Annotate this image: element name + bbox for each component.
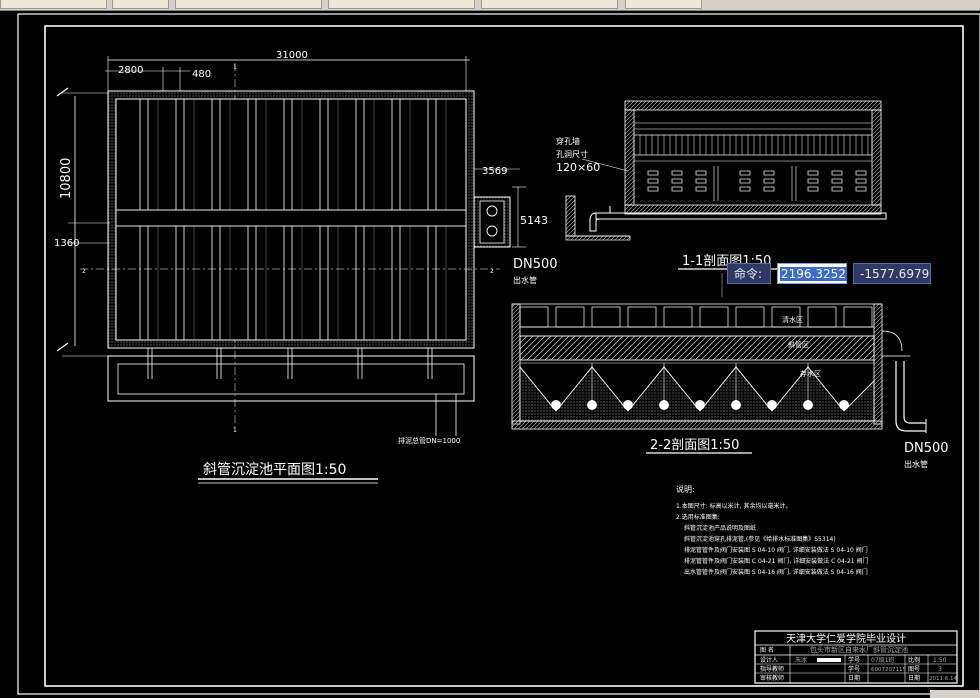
top-toolbar-strip [0, 0, 980, 11]
tb-cell: 学号 [848, 656, 860, 664]
drain-label: 排泥总管DN=1000 [398, 436, 460, 445]
tb-cell: 日期 [848, 674, 860, 682]
command-x-input[interactable]: 2196.3252 [777, 263, 847, 284]
plan-view [56, 56, 526, 484]
notes-line: 排泥管管件及阀门安装图 C 04-21 阀门, 详细安装做法 C 04-21 阀… [684, 557, 869, 565]
tb-cell: 学号 [848, 665, 860, 673]
tb-cell: 3 [938, 666, 942, 673]
tb-cell: 1:50 [933, 657, 947, 664]
notes-line: 斜管沉淀池产品说明及图纸 [684, 524, 756, 532]
section2-title: 2-2剖面图1:50 [650, 438, 739, 453]
tb-cell: 日期 [908, 674, 920, 682]
tb-cell: 比例 [908, 656, 920, 664]
section-2-2 [511, 303, 927, 454]
plan-title: 斜管沉淀池平面图1:50 [203, 462, 346, 478]
dim-1360: 1360 [54, 238, 79, 249]
dim-480: 480 [192, 69, 211, 80]
toolbar-slot[interactable] [175, 0, 322, 9]
plan-pipe-label: 出水管 [513, 275, 537, 285]
dim-total: 31000 [276, 50, 308, 61]
dim-10800: 10800 [59, 158, 74, 199]
plan-pipe-dn: DN500 [513, 257, 558, 272]
command-prompt-label: 命令: [727, 263, 771, 284]
section-marker-2-right: 2 [490, 268, 494, 275]
section-1-1 [565, 100, 887, 270]
sheet-frame-outer [17, 13, 980, 695]
tb-cell: 07级1班 [871, 656, 894, 664]
notes-line: 1.本图尺寸: 标高以米计, 其余均以毫米计。 [676, 502, 791, 510]
section-marker-1-top: 1 [233, 64, 237, 71]
section2-pipe-dn: DN500 [904, 441, 949, 456]
dim-5143: 5143 [520, 214, 548, 227]
sheet-frame-inner [44, 25, 964, 687]
section-marker-2-left: 2 [82, 268, 86, 275]
zone-settle-label: 存水区 [800, 369, 821, 378]
dim-3569: 3569 [482, 166, 507, 177]
notes-line: 出水管管件及阀门安装图 S 04-16 阀门, 详细安装做法 S 04-16 阀… [684, 568, 868, 576]
section-marker-1-bottom: 1 [233, 427, 237, 434]
cad-drawing: 31000 2800 480 10800 1360 3569 5143 DN50… [17, 13, 980, 695]
titleblock-school: 天津大学仁爱学院毕业设计 [786, 632, 906, 645]
toolbar-slot[interactable] [112, 0, 169, 9]
dim-2800: 2800 [118, 65, 143, 76]
zone-water-label: 清水区 [782, 315, 803, 324]
window-corner [930, 690, 980, 698]
notes-line: 2.选用标准图集: [676, 513, 720, 521]
toolbar-slot[interactable] [481, 0, 618, 9]
zone-pipe-label: 斜管区 [788, 340, 809, 349]
toolbar-slot[interactable] [328, 0, 475, 9]
hole-wall-label: 穿孔墙 [556, 136, 580, 146]
tb-cell: 指导教师 [760, 665, 784, 673]
command-y-input[interactable]: -1577.6979 [853, 263, 931, 284]
command-x-value[interactable]: 2196.3252 [780, 267, 847, 281]
hole-size: 120×60 [556, 161, 600, 174]
notes-line: 斜管沉淀池穿孔排泥管,(参见《给排水标准图集》S5314) [684, 535, 836, 543]
notes-heading: 说明: [676, 484, 695, 494]
title-block [754, 630, 958, 684]
tb-cell: 朱冰 [795, 656, 807, 664]
tb-cell: 审核教师 [760, 674, 784, 682]
tb-cell: 6007207115 [871, 667, 906, 673]
notes-line: 排泥管管件及阀门安装图 S 04-10 阀门, 详细安装做法 S 04-10 阀… [684, 546, 868, 554]
drawing-canvas[interactable]: 31000 2800 480 10800 1360 3569 5143 DN50… [0, 11, 980, 698]
toolbar-slot[interactable] [625, 0, 702, 9]
toolbar-slot[interactable] [0, 0, 107, 9]
hole-size-label: 孔洞尺寸 [556, 149, 588, 159]
tb-cell: 设计人 [760, 656, 778, 664]
titleblock-project: 包头市新区自来水厂斜管沉淀池 [810, 645, 908, 654]
tb-cell: 图号 [908, 666, 920, 673]
section2-pipe-label: 出水管 [904, 459, 928, 469]
tb-cell: 2011.6.14 [929, 676, 957, 682]
titleblock-header-left: 图 名 [760, 646, 774, 654]
